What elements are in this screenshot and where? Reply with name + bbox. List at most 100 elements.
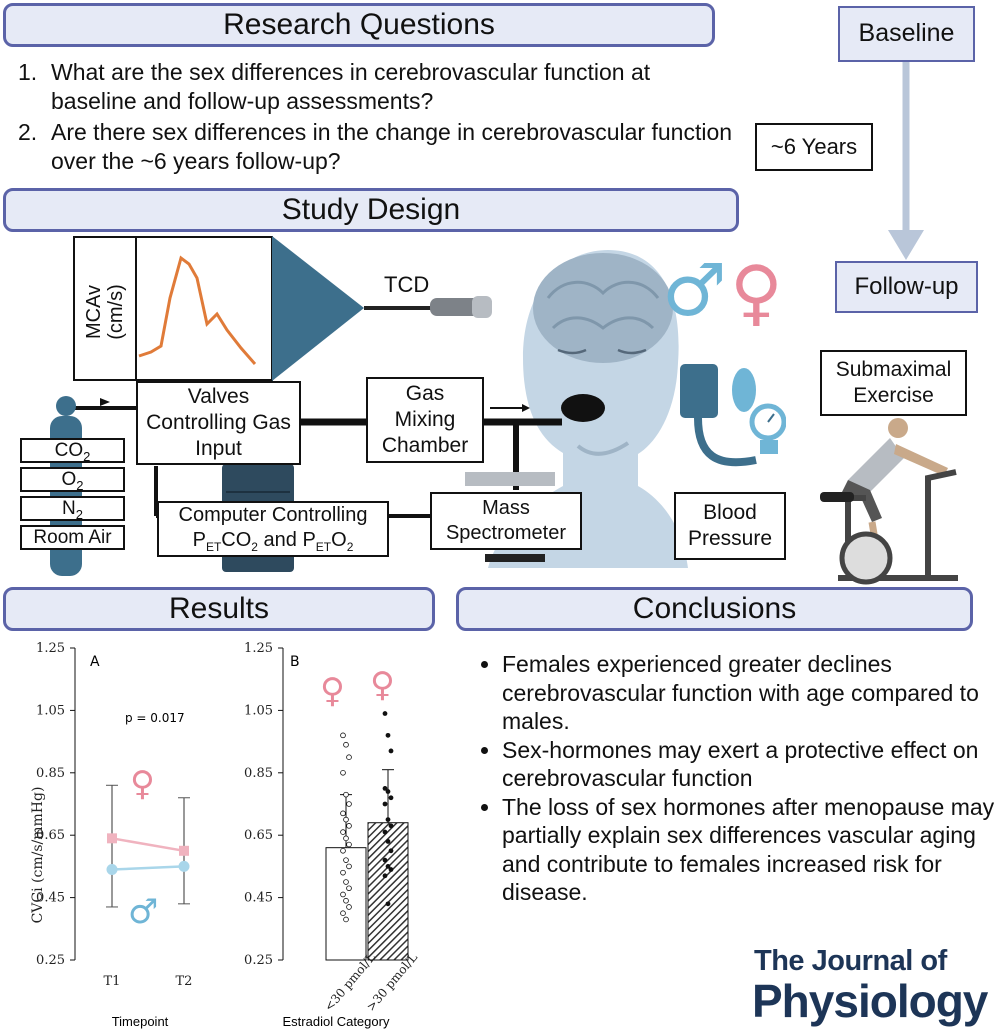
y-tick-label: 0.85 [244,766,273,781]
question-1-number: 1. [18,59,38,85]
panel-b-point-high [382,829,388,835]
panel-a-male-point [178,860,190,872]
exercise-bike-cyclist-graphic [820,418,958,585]
panel-b-point-high [385,817,391,822]
y-tick-label: 0.45 [36,891,65,906]
tcd-label: TCD [384,272,430,297]
computer-line-2: PETCO2 and PETO2 [192,529,354,554]
gas-o2-label: O2 [20,467,125,493]
monitor-graphic [465,472,555,562]
panel-a-female-point [179,845,189,856]
gas-co2-label: CO2 [20,438,125,464]
waveform-ylabel: MCAv (cm/s) [83,284,127,340]
y-tick-label: 1.25 [244,641,273,656]
panel-b-point-low [340,810,346,817]
panel-b-point-high [388,848,394,854]
panel-b-point-low [343,857,349,863]
mass-spectrometer-box: Mass Spectrometer [430,492,582,550]
y-tick-label: 1.05 [36,703,65,718]
panel-a-annotation: p = 0.017 [125,711,185,725]
gas-n2-label: N2 [20,496,125,522]
blood-pressure-box: Blood Pressure [674,492,786,560]
journal-logo-line-1: The Journal of [754,945,947,977]
panel-b-point-low [340,891,346,898]
blood-pressure-cuff-icon [680,364,786,467]
results-charts: CVCi (cm/s/mmHg) 1.25 1.05 0.85 0.65 0.45 0.2… [30,641,420,1029]
conclusion-item: Females experienced greater declines cer… [502,650,1000,736]
panel-b-point-low [346,904,352,910]
panel-a-male-point [106,864,118,876]
panel-a-female-line [111,837,185,853]
waveform-panel: MCAv (cm/s) [73,236,273,381]
journal-logo-line-2: Physiology [752,975,988,1027]
panel-b-label: B [290,654,300,670]
y-tick-label: 0.85 [36,766,65,781]
panel-a-ylabel: CVCi (cm/s/mmHg) [30,787,46,924]
conclusions-list: Females experienced greater declines cer… [480,650,1000,907]
panel-b-point-low [343,835,349,842]
panel-b-point-low [340,770,346,776]
question-2-number: 2. [18,119,38,145]
panel-b-female-symbol-1-icon: ♀ [320,671,345,711]
question-2: 2. Are there sex differences in the chan… [18,118,738,176]
panel-b-bar [325,847,367,961]
panel-b-point-low [346,823,352,829]
panel-b-point-low [340,829,346,835]
panel-b-point-high [388,748,394,754]
panel-a: CVCi (cm/s/mmHg) 1.25 1.05 0.85 0.65 0.45 0.2… [30,641,192,1029]
y-tick-label: 0.25 [36,953,65,968]
y-tick-label: 1.05 [244,703,273,718]
panel-a-xtick-t2: T2 [176,974,193,989]
panel-b-point-high [382,711,388,716]
followup-box: Follow-up [835,261,978,313]
conclusion-item: Sex-hormones may exert a protective effe… [502,736,1000,793]
panel-b-point-low [343,741,349,748]
panel-b-point-low [340,869,346,876]
timeline-arrow [888,62,924,260]
baseline-box: Baseline [838,6,975,62]
computer-line-1: Computer Controlling [178,504,368,526]
panel-b-point-low [340,848,346,854]
panel-b-point-high [388,795,394,801]
conclusion-item: The loss of sex hormones after menopause… [502,793,1000,907]
y-tick-label: 0.65 [36,828,65,843]
research-questions-header: Research Questions [3,3,715,47]
panel-b-point-low [346,863,352,870]
panel-b-point-low [343,816,349,823]
valves-box: Valves Controlling Gas Input [136,381,301,465]
panel-a-male-symbol-icon: ♂ [128,892,158,932]
panel-a-xtick-t1: T1 [104,974,121,989]
panel-b-point-low [343,916,349,923]
panel-b-point-high [382,857,388,863]
panel-b-point-low [346,841,352,848]
panel-b-point-high [385,901,391,907]
panel-b-point-high [382,873,388,879]
panel-b: 1.251.050.850.650.450.25 B ♀ ♀ <30 pmol/… [244,641,420,1029]
male-symbol-icon: ♂ [662,248,727,332]
panel-b-point-high [388,823,394,829]
mcav-waveform [138,255,257,365]
computer-controlling-box: Computer Controlling PETCO2 and PETO2 [157,501,389,557]
panel-b-point-high [385,864,391,869]
panel-b-point-high [385,732,391,738]
panel-b-point-low [343,879,349,885]
gas-room-air-label: Room Air [20,525,125,550]
interval-box: ~6 Years [755,123,873,171]
panel-b-point-high [385,789,391,794]
results-header: Results [3,587,435,631]
submaximal-exercise-box: Submaximal Exercise [820,350,967,416]
tcd-probe-graphic [272,236,492,381]
panel-b-point-high [385,839,391,844]
panel-b-xlabel: Estradiol Category [283,1014,390,1029]
question-1: 1. What are the sex differences in cereb… [18,58,738,116]
y-tick-label: 1.25 [36,641,65,656]
panel-b-female-symbol-2-icon: ♀ [370,665,395,705]
panel-b-bar [367,822,409,961]
y-tick-label: 0.65 [244,828,273,843]
panel-b-point-low [346,885,352,892]
panel-b-point-high [388,867,394,872]
conclusions-header: Conclusions [456,587,973,631]
panel-b-point-high [382,801,388,807]
question-1-text: What are the sex differences in cerebrov… [51,59,651,114]
panel-b-point-high [382,786,388,791]
